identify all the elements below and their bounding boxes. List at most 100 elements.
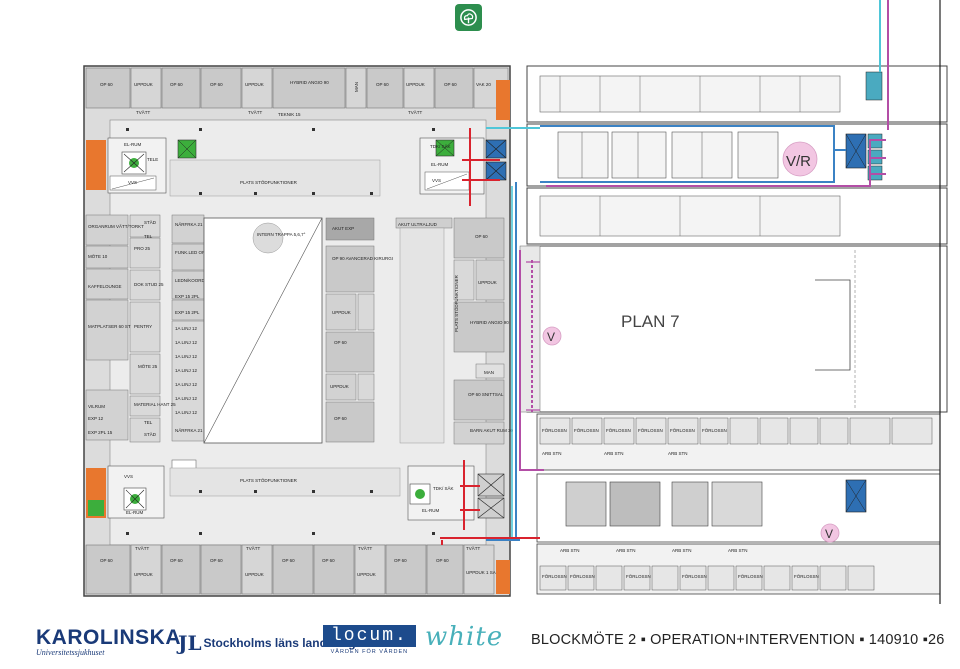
- room-tel-b: TEL: [144, 420, 153, 425]
- room-plats-stod-vertical: PLATS STÖDFUNKTIONER: [453, 274, 459, 332]
- ward-forlossn-5: FÖRLOSSN: [670, 427, 695, 433]
- locum-logo: locum. VÅRDEN FÖR VÅRDEN: [323, 625, 416, 655]
- core-block-upper-right: [419, 137, 507, 195]
- room-op60-h: OP 60: [210, 558, 223, 563]
- room-exp15-a: EXP 15 2PL: [175, 294, 200, 299]
- room-el-rum-b: EL-RUM: [126, 510, 144, 515]
- room-hybrid-mid: HYBRID ANGIO 90: [470, 320, 509, 325]
- footer-bar: KAROLINSKA Universitetssjukhuset JL Stoc…: [0, 604, 960, 669]
- karolinska-logo: KAROLINSKA Universitetssjukhuset: [36, 626, 181, 657]
- room-organrum: ORGANRUM VÄTT/TORKT: [88, 223, 144, 229]
- room-op60-j: OP 60: [322, 558, 335, 563]
- ward-forlossn-8: FÖRLOSSN: [570, 573, 595, 579]
- ward-row-upper: [539, 417, 933, 445]
- routes: [440, 0, 889, 545]
- ward-row-lower: [539, 565, 875, 591]
- room-op60-f: OP 60: [100, 558, 113, 563]
- room-uppduk-h: UPPDUK: [330, 384, 349, 389]
- room-inlinj-e: 1A LINJ 12: [175, 382, 198, 387]
- room-tvatt-c: TVÄTT: [408, 109, 423, 115]
- room-mote10: MÖTE 10: [88, 253, 108, 259]
- room-uppduk-1sal: UPPDUK 1 SAL: [466, 570, 499, 575]
- ward-forlossn-1: FÖRLOSSN: [542, 427, 567, 433]
- room-intern-trappa: INTERN TRAPPA 5,6,7°: [257, 232, 306, 237]
- core-block-lower-left: [88, 459, 197, 519]
- marker-v-upper-label: V: [547, 330, 555, 344]
- room-el-rum-d: EL-RUM: [422, 508, 440, 513]
- room-inlinj-c: 1A LINJ 12: [175, 354, 198, 359]
- plan-title: PLAN 7: [621, 312, 680, 331]
- room-op60-c: OP 60: [210, 82, 223, 87]
- room-op60-d: OP 60: [376, 82, 389, 87]
- room-uppduk-d: UPPDUK: [134, 572, 153, 577]
- room-hybrid-top: HYBRID ANGIO 90: [290, 80, 329, 85]
- room-inlinj-f: 1A LINJ 12: [175, 396, 198, 401]
- floor-plan-drawing: OP 60 UPPDUK OP 60 OP 60 UPPDUK HYBRID A…: [83, 0, 948, 604]
- ward-forlossn-4: FÖRLOSSN: [638, 427, 663, 433]
- marker-vr-label: V/R: [786, 153, 811, 170]
- room-pentry: PENTRY: [134, 324, 152, 329]
- ward-arb-stn-7: ARB STN: [728, 548, 748, 553]
- room-inlinj-g: 1A LINJ 12: [175, 410, 198, 415]
- cloud-upload-icon[interactable]: [455, 4, 482, 31]
- room-op60-k: OP 60: [394, 558, 407, 563]
- room-man-top: MAN: [354, 82, 359, 92]
- room-vilrum: VILRUM: [88, 404, 105, 409]
- room-kaffelounge: KAFFELOUNGE: [88, 284, 122, 289]
- room-tvatt-a: TVÄTT: [136, 109, 151, 115]
- room-dok-stud: DOK STUD 25: [134, 282, 164, 287]
- ward-arb-stn-3: ARB STN: [668, 451, 688, 456]
- footer-title: BLOCKMÖTE 2 ▪ OPERATION+INTERVENTION ▪ 1…: [531, 632, 945, 648]
- room-matplatser: MATPLATSER 60 ST: [88, 324, 131, 329]
- ward-forlossn-12: FÖRLOSSN: [794, 573, 819, 579]
- room-teknik15: TEKNIK 15: [278, 112, 301, 117]
- room-op90: OP 90 AVANCERAD KIRURGI: [332, 256, 393, 261]
- ward-forlossn-9: FÖRLOSSN: [626, 573, 651, 579]
- room-exp12: EXP 12: [88, 416, 104, 421]
- room-op60-a: OP 60: [100, 82, 113, 87]
- room-uppduk-i: UPPDUK: [478, 280, 497, 285]
- room-plats-stod-top: PLATS STÖDFUNKTIONER: [240, 179, 298, 185]
- column-marks: [126, 128, 435, 535]
- room-plats-stod-bottom: PLATS STÖDFUNKTIONER: [240, 477, 298, 483]
- room-uppduk-b: UPPDUK: [245, 82, 264, 87]
- room-akut-exp: AKUT EXP: [332, 226, 354, 231]
- room-barn-akut: BARN AKUT RUM 30: [470, 428, 514, 433]
- room-exp15-b: EXP 15 2PL: [175, 310, 200, 315]
- ward-arb-stn-2: ARB STN: [604, 451, 624, 456]
- marker-v-lower-label: V: [825, 527, 833, 541]
- room-tvatt-d: TVÄTT: [135, 545, 150, 551]
- room-tdk-sak-b: TDK/ SÄK: [433, 485, 454, 491]
- ward-forlossn-2: FÖRLOSSN: [574, 427, 599, 433]
- ward-forlossn-3: FÖRLOSSN: [606, 427, 631, 433]
- room-uppduk-e: UPPDUK: [245, 572, 264, 577]
- ward-arb-stn-6: ARB STN: [672, 548, 692, 553]
- room-vvs-b: VVS: [124, 474, 133, 479]
- room-uppduk-g: UPPDUK: [332, 310, 351, 315]
- room-pro25: PRO 25: [134, 246, 151, 251]
- room-op60-e: OP 60: [444, 82, 457, 87]
- ward-arb-stn-1: ARB STN: [542, 451, 562, 456]
- room-tvatt-g: TVÄTT: [466, 545, 481, 551]
- room-tvatt-e: TVÄTT: [246, 545, 261, 551]
- ward-forlossn-6: FÖRLOSSN: [702, 427, 727, 433]
- room-el-rum-a: EL-RUM: [124, 142, 142, 147]
- middle-room-column: [325, 217, 505, 445]
- room-tvatt-f: TVÄTT: [358, 545, 373, 551]
- room-uppduk-f: UPPDUK: [357, 572, 376, 577]
- bottom-op-row: [85, 544, 495, 595]
- room-op60-m: OP 60: [334, 340, 347, 345]
- ward-arb-stn-5: ARB STN: [616, 548, 636, 553]
- right-building: [519, 65, 948, 595]
- room-tvatt-b: TVÄTT: [248, 109, 263, 115]
- room-inlinj-d: 1A LINJ 12: [175, 368, 198, 373]
- ward-forlossn-7: FÖRLOSSN: [542, 573, 567, 579]
- room-exp2pl: EXP 2PL 15: [88, 430, 113, 435]
- room-mote25: MÖTE 25: [138, 363, 158, 369]
- ward-forlossn-10: FÖRLOSSN: [682, 573, 707, 579]
- marker-v-upper: [542, 326, 562, 346]
- marker-vr: [782, 141, 818, 177]
- marker-v-lower: [820, 523, 840, 543]
- room-stad-a: STÄD: [144, 219, 157, 225]
